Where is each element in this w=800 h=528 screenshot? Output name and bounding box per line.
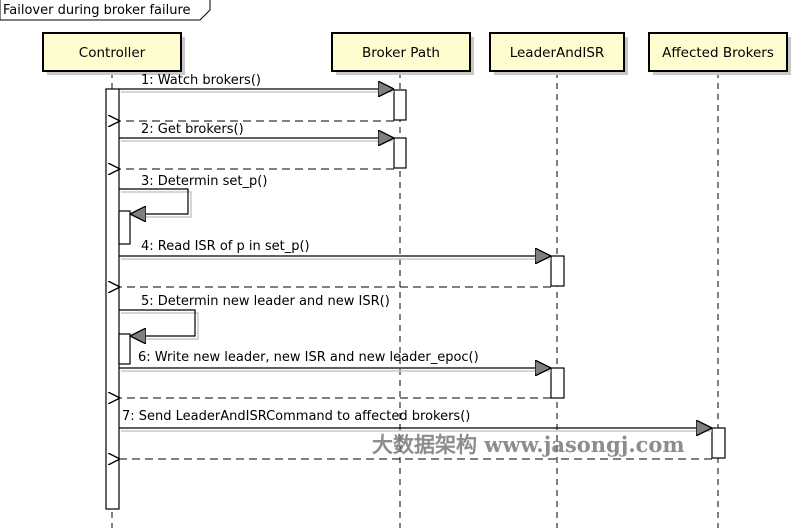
frame-tab: Failover during broker failure — [0, 0, 211, 21]
activation-controller — [105, 88, 120, 510]
activation-broker-path-1 — [393, 89, 407, 121]
message-5-label: 5: Determin new leader and new ISR() — [141, 294, 390, 309]
message-1-label: 1: Watch brokers() — [141, 73, 261, 88]
lifeline-title-broker-path: Broker Path — [362, 45, 440, 61]
lifeline-header-leader-and-isr[interactable]: LeaderAndISR — [489, 32, 628, 75]
lifeline-title-controller: Controller — [79, 45, 146, 61]
message-7-label: 7: Send LeaderAndISRCommand to affected … — [122, 409, 470, 424]
message-2: 2: Get brokers() — [119, 122, 394, 169]
message-3: 3: Determin set_p() — [119, 174, 267, 217]
frame-title: Failover during broker failure — [3, 3, 191, 18]
activation-controller-self-3 — [118, 210, 131, 245]
message-7: 7: Send LeaderAndISRCommand to affected … — [119, 409, 712, 459]
activation-controller-self-5 — [118, 333, 131, 365]
message-4: 4: Read ISR of p in set_p() — [119, 239, 551, 287]
lifeline-header-controller[interactable]: Controller — [42, 32, 185, 75]
message-5: 5: Determin new leader and new ISR() — [119, 294, 390, 339]
message-6-label: 6: Write new leader, new ISR and new lea… — [138, 350, 479, 365]
activation-leader-and-isr-4 — [550, 255, 565, 287]
lifeline-title-affected-brokers: Affected Brokers — [662, 45, 774, 61]
lifeline-title-leader-and-isr: LeaderAndISR — [510, 45, 605, 61]
message-6: 6: Write new leader, new ISR and new lea… — [119, 350, 551, 398]
activation-leader-and-isr-6 — [550, 367, 565, 399]
activation-bars — [105, 88, 726, 510]
activation-affected-brokers-7 — [711, 427, 726, 459]
message-3-label: 3: Determin set_p() — [141, 174, 267, 189]
lifeline-header-broker-path[interactable]: Broker Path — [331, 32, 474, 75]
lifeline-header-affected-brokers[interactable]: Affected Brokers — [648, 32, 791, 75]
message-5-arrow — [119, 309, 196, 336]
message-3-arrow — [119, 188, 189, 214]
message-1: 1: Watch brokers() — [119, 73, 394, 121]
message-4-label: 4: Read ISR of p in set_p() — [141, 239, 310, 254]
message-2-label: 2: Get brokers() — [141, 122, 244, 137]
watermark-text: 大数据架构 www.jasongj.com — [372, 432, 685, 457]
activation-broker-path-2 — [393, 137, 407, 169]
